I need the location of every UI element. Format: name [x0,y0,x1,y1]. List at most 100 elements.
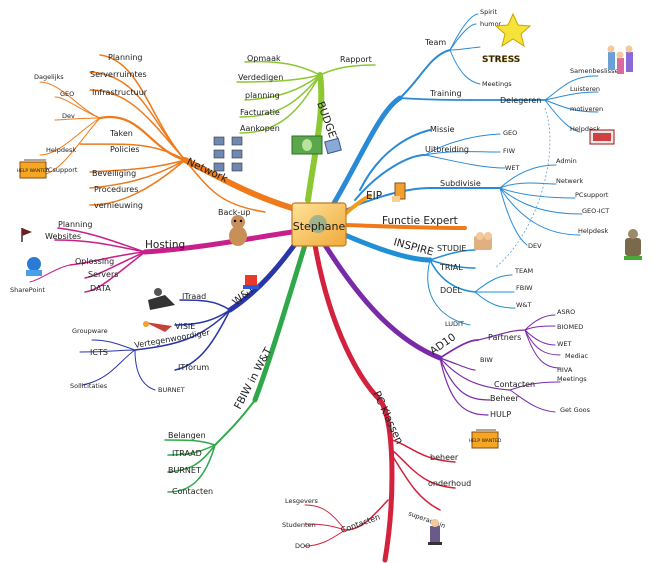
ad10-mediac[interactable]: Mediac [565,352,589,360]
wt-icts[interactable]: ICTS [90,348,108,357]
subdivisie-netwerk[interactable]: Netwerk [556,177,583,185]
delegeren-motiveren[interactable]: motiveren [570,105,603,113]
branch-uitbreiding-label[interactable]: Uitbreiding [425,145,469,154]
wt-groupware[interactable]: Groupware [72,327,108,335]
budget-planning[interactable]: planning [245,91,280,100]
wt-visie[interactable]: VISIE [175,322,195,331]
branch-team-label[interactable]: Team [424,38,446,47]
ad10-contacten[interactable]: Contacten [494,380,535,389]
budget-verdedigen[interactable]: Verdedigen [238,73,283,82]
pc-superadmin[interactable]: superadmin [407,509,446,530]
inspire-doel[interactable]: DOEL [440,286,463,295]
subdivisie-dev[interactable]: DEV [528,242,542,250]
dog-icon [229,215,247,246]
network-dagelijks[interactable]: Dagelijks [34,73,64,81]
subdivisie-helpdesk[interactable]: Helpdesk [578,227,608,235]
branch-subdivisie-label[interactable]: Subdivisie [440,179,481,188]
budget-facturatie[interactable]: Facturatie [240,108,280,117]
team-spirit[interactable]: Spirit [480,8,498,16]
fbiw-itraad[interactable]: ITRAAD [172,449,202,458]
branch-network [39,54,295,213]
ad10-meetings[interactable]: Meetings [557,375,587,383]
delegeren-samenbeslissen[interactable]: Samenbeslissen [570,67,623,75]
team-meetings[interactable]: Meetings [482,80,512,88]
pc-doo[interactable]: DOO [295,542,310,550]
fbiw-belangen[interactable]: Belangen [168,431,206,440]
pc-studenten[interactable]: Studenten [282,521,316,529]
budget-rapport[interactable]: Rapport [340,55,372,64]
budget-opmaak[interactable]: Opmaak [247,54,281,63]
fbiw-contacten[interactable]: Contacten [172,487,213,496]
pc-contacten[interactable]: Contacten [340,512,382,535]
wt-sollicitaties[interactable]: Sollicitaties [70,382,108,390]
pc-onderhoud[interactable]: onderhoud [428,479,471,488]
branch-eip-label[interactable]: EIP [366,190,382,202]
network-vernieuwing[interactable]: vernieuwing [94,201,143,210]
uitbreiding-wet[interactable]: WET [505,164,520,172]
subdivisie-pcsupport[interactable]: PCsupport [575,191,609,199]
sharepoint-icon [26,257,42,276]
network-planning[interactable]: Planning [108,53,142,62]
ad10-get-goos[interactable]: Get Goos [560,406,591,414]
branch-missie-label[interactable]: Missie [430,125,455,134]
branch-pc-label[interactable]: PC Klassen [370,389,405,446]
network-backup[interactable]: Back-up [218,208,250,217]
pc-beheer[interactable]: beheer [430,453,459,462]
center-node[interactable]: Stephane [291,202,347,247]
ad10-partners[interactable]: Partners [488,333,521,342]
helpdesk-sign-icon: HELP WANTED [469,429,502,449]
inspire-studie[interactable]: STUDIE [437,244,466,253]
network-dev[interactable]: Dev [62,112,75,120]
network-helpdesk[interactable]: Helpdesk [46,146,76,154]
ad10-hulp[interactable]: HULP [490,410,511,419]
people-icon [428,519,442,545]
hosting-sharepoint[interactable]: SharePoint [10,286,45,294]
network-beveiliging[interactable]: Beveiliging [92,169,136,178]
delegeren-helpdesk[interactable]: Helpdesk [570,125,600,133]
ad10-beheer[interactable]: Beheer [490,394,519,403]
branch-delegeren-label[interactable]: Delegeren [500,96,541,105]
pc-lesgevers[interactable]: Lesgevers [285,497,319,505]
fbiw-burnet[interactable]: BURNET [168,466,201,475]
branch-ad10-label[interactable]: AD10 [428,331,458,357]
hosting-websites[interactable]: Websites [45,232,81,241]
uitbreiding-geo[interactable]: GEO [503,129,517,137]
uitbreiding-fiw[interactable]: FIW [503,147,516,155]
inspire-ludit[interactable]: LUDIT [445,320,464,328]
inspire-fbiw[interactable]: FBIW [516,284,533,292]
network-procedures[interactable]: Procedures [94,185,138,194]
team-stress[interactable]: STRESS [482,55,521,65]
wt-itraad[interactable]: ITraad [182,292,206,301]
wt-itforum[interactable]: ITforum [178,363,209,372]
ad10-wet[interactable]: WET [557,340,572,348]
team-humor[interactable]: humor [480,20,502,28]
delegeren-luisteren[interactable]: Luisteren [570,85,600,93]
subdivisie-admin[interactable]: Admin [556,157,577,165]
subdivisie-geo-ict[interactable]: GEO-ICT [582,207,609,215]
inspire-wt[interactable]: W&T [516,301,531,309]
ad10-biw[interactable]: BIW [480,356,493,364]
network-taken[interactable]: Taken [109,129,133,138]
network-geo[interactable]: GEO [60,90,74,98]
network-infrastructuur[interactable]: Infrastructuur [92,88,148,97]
inspire-team[interactable]: TEAM [514,267,533,275]
computer-icon [213,136,243,172]
network-serverruimtes[interactable]: Serverruimtes [90,70,147,79]
network-policies[interactable]: Policies [110,145,140,154]
hosting-data[interactable]: DATA [90,284,111,293]
hosting-servers[interactable]: Servers [88,270,118,279]
hosting-oplossing[interactable]: Oplossing [75,257,114,266]
wt-burnet[interactable]: BURNET [158,386,185,394]
network-pcsupport[interactable]: PCsupport [44,166,78,174]
wt-vertegenwoordiger[interactable]: Vertegenwoordiger [134,328,211,350]
branch-functie-label[interactable]: Functie Expert [382,215,458,227]
inspire-trial[interactable]: TRIAL [439,263,463,272]
people-icon [607,45,633,74]
budget-aankopen[interactable]: Aankopen [240,124,280,133]
branch-training-label[interactable]: Training [429,89,462,98]
ad10-biomed[interactable]: BIOMED [557,323,583,331]
ad10-hiva[interactable]: HIVA [557,366,573,374]
ad10-asro[interactable]: ASRO [557,308,575,316]
branch-hosting-label[interactable]: Hosting [145,239,185,251]
hosting-planning[interactable]: Planning [58,220,92,229]
